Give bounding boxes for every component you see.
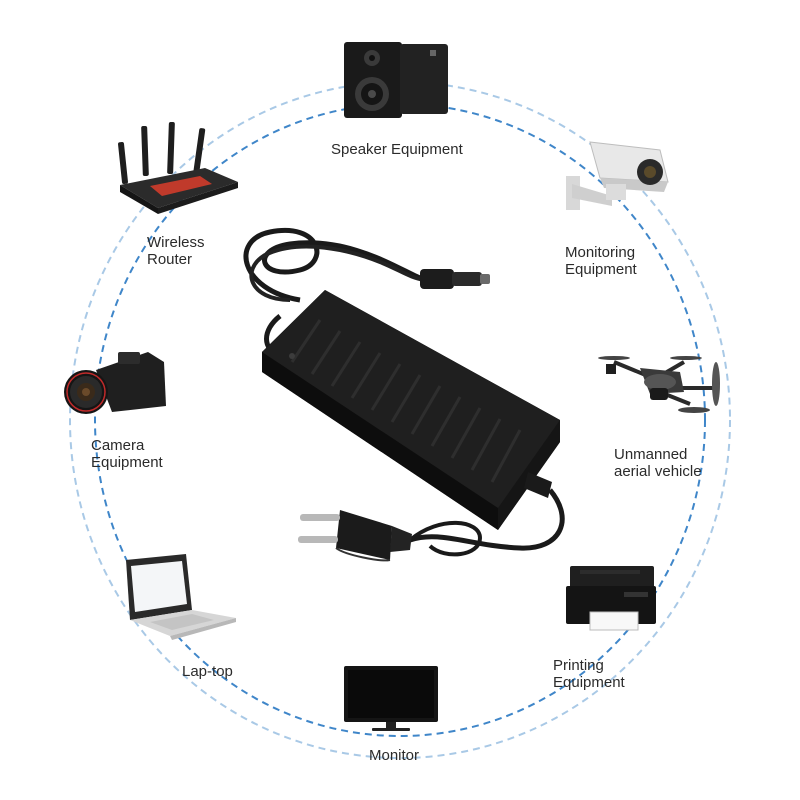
laptop-icon [126,554,236,640]
inner-dashed-ring [94,103,706,737]
device-label-uav: Unmanned aerial vehicle [614,446,702,480]
device-label-printing: Printing Equipment [553,657,625,691]
drone-icon [598,356,720,413]
security-camera-icon [566,141,669,210]
device-label-camera: Camera Equipment [91,437,163,471]
eu-plug-icon [298,510,412,562]
router-icon [118,121,238,214]
device-label-monitor: Monitor [369,747,420,764]
device-label-monitoring: Monitoring Equipment [565,244,637,278]
camera-icon [64,352,166,414]
device-label-speaker: Speaker Equipment [331,141,463,158]
device-label-laptop: Lap-top [182,663,233,680]
speaker-icon [344,42,448,118]
monitor-icon [344,666,438,731]
power-adapter-icon [243,227,565,557]
printer-icon [566,566,656,631]
device-label-router: Wireless Router [147,234,205,268]
